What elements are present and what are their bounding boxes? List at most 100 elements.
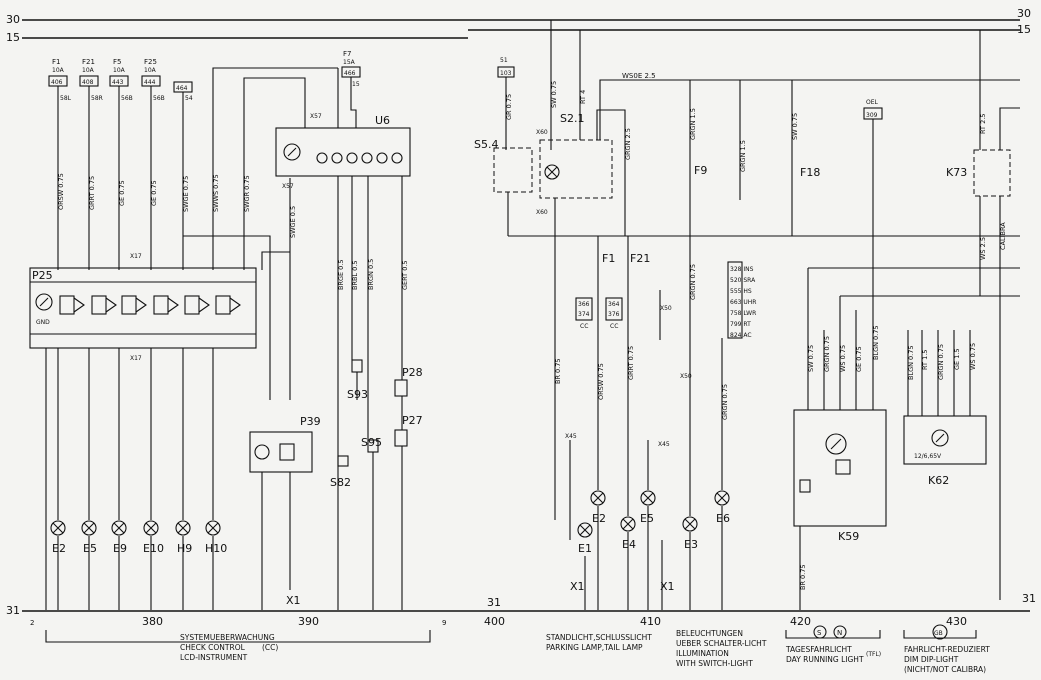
lamp-e5-left: E5 [81, 520, 97, 555]
middle-feeds: WS0E 2.5 GRGN 2.5 GRGN 1.5 F9 GRGN 1.5 B… [508, 72, 1020, 520]
svg-text:P25: P25 [32, 269, 53, 282]
p28-sensor: P28 [394, 366, 423, 397]
svg-text:SWWS 0.75: SWWS 0.75 [212, 174, 220, 212]
svg-text:RT 4: RT 4 [579, 90, 587, 104]
s93-switch: S93 [347, 359, 368, 401]
ref-list: 328 INS 520 SRA 555 HS 663 UHR 758 LWR 7… [721, 261, 756, 490]
svg-text:SW 0.75: SW 0.75 [807, 345, 815, 372]
k59-module: K59 BR 0.75 [793, 409, 887, 610]
svg-text:10A: 10A [113, 67, 126, 74]
k62-module: 12/6,65V K62 BLGN 0.75 RT 1.5 GRGN 0.75 … [903, 330, 987, 487]
svg-text:BRGN 0.5: BRGN 0.5 [367, 259, 375, 290]
u6-wires: SWGE 0.5 BRGE 0.5 BRBL 0.5 BRGN 0.5 GERT… [289, 176, 409, 610]
svg-text:F1: F1 [602, 252, 615, 265]
bottom-numbering: 2 380 390 9 400 410 420 430 [30, 615, 967, 628]
svg-text:56B: 56B [121, 95, 133, 102]
svg-text:443: 443 [112, 79, 124, 86]
svg-text:GRRT 0.75: GRRT 0.75 [88, 176, 96, 210]
fuse-f21: F21 10A 408 58R [79, 58, 103, 102]
svg-text:328 INS: 328 INS [730, 266, 754, 273]
svg-text:GRGN 1.5: GRGN 1.5 [739, 140, 747, 172]
bus-31: 31 31 31 [6, 592, 1036, 617]
svg-text:WS 0.75: WS 0.75 [969, 343, 977, 370]
svg-text:E9: E9 [113, 542, 127, 555]
bus-30: 30 30 [6, 7, 1031, 26]
svg-text:GRGN 0.75: GRGN 0.75 [721, 384, 729, 420]
svg-text:420: 420 [790, 615, 811, 628]
p27-sensor: P27 [394, 396, 423, 610]
fuse-f18: SW 0.75 F18 [791, 80, 820, 236]
svg-text:366: 366 [578, 301, 590, 308]
svg-text:GE 1.5: GE 1.5 [953, 348, 961, 370]
svg-text:406: 406 [51, 79, 63, 86]
svg-text:ILLUMINATION: ILLUMINATION [676, 649, 729, 658]
svg-text:54: 54 [185, 95, 193, 102]
lamp-e2-mid: E2 [590, 490, 606, 525]
svg-text:X17: X17 [130, 253, 142, 260]
fuse-f25: F25 10A 444 56B [141, 58, 165, 102]
svg-text:10A: 10A [52, 67, 65, 74]
svg-text:30: 30 [6, 13, 20, 26]
mid-lamp-wires: X45 X45 [565, 420, 723, 610]
svg-text:GR 0.75: GR 0.75 [505, 94, 513, 120]
svg-text:BR 0.75: BR 0.75 [799, 564, 807, 590]
svg-text:GERT 0.5: GERT 0.5 [401, 260, 409, 290]
svg-text:DAY RUNNING LIGHT: DAY RUNNING LIGHT [786, 655, 864, 664]
svg-text:9: 9 [442, 619, 446, 627]
svg-text:S: S [817, 629, 822, 637]
svg-text:CALIBRA: CALIBRA [999, 222, 1007, 250]
svg-text:400: 400 [484, 615, 505, 628]
svg-text:X45: X45 [565, 433, 577, 440]
svg-text:F21: F21 [82, 58, 95, 66]
svg-text:WS 0.75: WS 0.75 [839, 345, 847, 372]
svg-text:N: N [837, 629, 842, 637]
svg-text:CC: CC [610, 323, 618, 330]
svg-text:390: 390 [298, 615, 319, 628]
svg-text:58L: 58L [60, 95, 72, 102]
svg-text:E10: E10 [143, 542, 164, 555]
svg-text:OEL: OEL [866, 99, 879, 106]
svg-text:12/6,65V: 12/6,65V [914, 453, 942, 460]
svg-text:GE 0.75: GE 0.75 [855, 346, 863, 372]
svg-text:BLGN 0.75: BLGN 0.75 [872, 325, 880, 360]
svg-text:15: 15 [6, 31, 20, 44]
oel-ref: OEL 309 [863, 99, 883, 410]
svg-text:15: 15 [1017, 23, 1031, 36]
svg-text:S5.4: S5.4 [474, 138, 498, 151]
svg-text:10A: 10A [82, 67, 95, 74]
left-wire-labels: ORSW 0.75 GRRT 0.75 GE 0.75 GE 0.75 SWGE… [57, 173, 251, 212]
caption-day-running-light: S N TAGESFAHRLICHT DAY RUNNING LIGHT (TF… [785, 625, 881, 664]
cc-ref-1: 366 374 CC [575, 297, 593, 330]
svg-text:F9: F9 [694, 164, 707, 177]
svg-text:F7: F7 [343, 50, 351, 58]
svg-text:X1: X1 [660, 580, 675, 593]
svg-text:STANDLICHT,SCHLUSSLICHT: STANDLICHT,SCHLUSSLICHT [546, 633, 652, 642]
svg-text:555 HS: 555 HS [730, 288, 752, 295]
svg-text:SWGE 0.5: SWGE 0.5 [289, 206, 297, 238]
cc-ref-2: 364 376 CC [605, 297, 623, 330]
svg-text:S2.1: S2.1 [560, 112, 584, 125]
svg-text:GND: GND [36, 319, 50, 326]
lamp-e4: E4 [620, 516, 636, 551]
svg-text:X17: X17 [130, 355, 142, 362]
svg-text:X50: X50 [660, 305, 672, 312]
svg-text:X60: X60 [536, 209, 548, 216]
svg-text:56B: 56B [153, 95, 165, 102]
fuse-f7: F7 15A 466 15 [341, 50, 361, 128]
fuse-f1: F1 10A 406 58L [48, 58, 72, 102]
svg-text:H9: H9 [177, 542, 192, 555]
x50-connector: X50 X50 GRGN 0.75 [659, 200, 697, 420]
lamp-e1: E1 [577, 522, 593, 555]
svg-text:10A: 10A [144, 67, 157, 74]
svg-text:(CC): (CC) [262, 643, 278, 652]
svg-text:ORSW 0.75: ORSW 0.75 [597, 363, 605, 400]
svg-text:SYSTEMUEBERWACHUNG: SYSTEMUEBERWACHUNG [180, 633, 275, 642]
svg-text:31: 31 [487, 596, 501, 609]
svg-text:H10: H10 [205, 542, 227, 555]
svg-text:SW 0.75: SW 0.75 [791, 113, 799, 140]
lamp-e10: E10 [143, 520, 164, 555]
svg-text:GE 0.75: GE 0.75 [118, 180, 126, 206]
svg-text:E1: E1 [578, 542, 592, 555]
svg-text:444: 444 [144, 79, 156, 86]
